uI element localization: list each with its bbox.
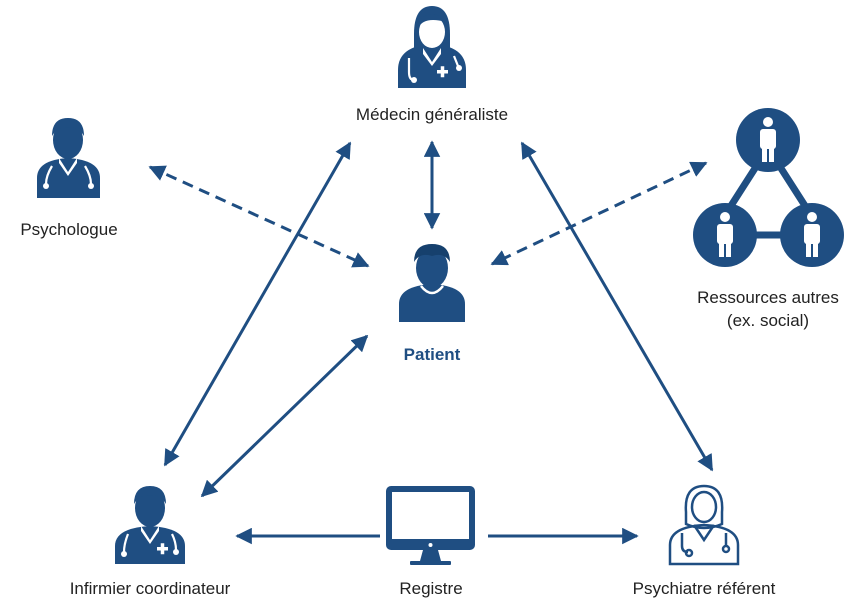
dashed-arrow-psychologue-patient [148,165,370,268]
social-network-icon [693,108,844,267]
patient-icon [399,244,465,322]
registre-label: Registre [399,579,463,598]
ressources-label: Ressources autres [697,288,839,307]
arrow-medecin-infirmier [163,141,352,467]
ressources-sublabel: (ex. social) [726,311,810,330]
arrow-medecin-psychiatre [520,141,714,472]
psychologue-label: Psychologue [20,220,118,239]
psychiatre-label: Psychiatre référent [632,579,776,598]
infirmier-label: Infirmier coordinateur [69,579,231,598]
dashed-arrow-ressources-patient [490,161,708,266]
female-doctor-icon [398,6,466,88]
male-nurse-icon [115,486,185,564]
medecin-label: Médecin généraliste [355,105,509,124]
female-psychiatrist-icon [668,484,740,566]
patient-label: Patient [403,345,461,364]
computer-monitor-icon [386,486,475,565]
arrow-patient-infirmier [200,334,369,498]
male-doctor-icon [37,118,100,198]
